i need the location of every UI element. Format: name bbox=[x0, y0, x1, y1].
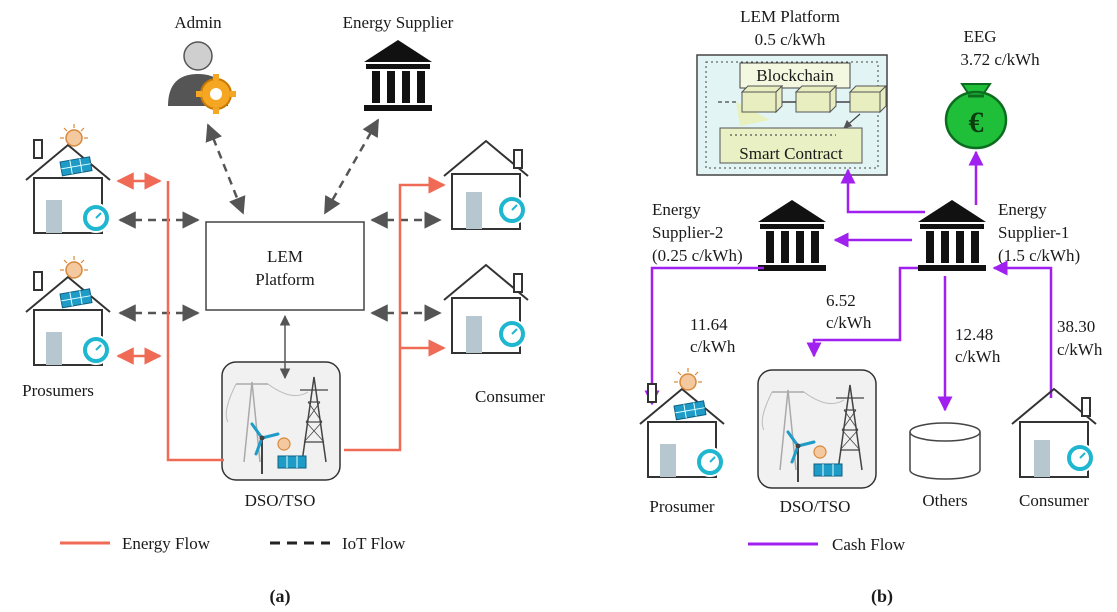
dso-tso-label-a: DSO/TSO bbox=[245, 491, 316, 510]
consumer-label: Consumer bbox=[475, 387, 545, 406]
supplier-2-line3: (0.25 c/kWh) bbox=[652, 246, 743, 265]
flow-others-value: 12.48 bbox=[955, 325, 993, 344]
flow-dso-unit: c/kWh bbox=[826, 313, 872, 332]
admin-label: Admin bbox=[174, 13, 222, 32]
eeg-title: EEG bbox=[963, 27, 996, 46]
blockchain-label: Blockchain bbox=[756, 66, 834, 85]
legend-energy-label: Energy Flow bbox=[122, 534, 211, 553]
lem-platform-price-b: 0.5 c/kWh bbox=[755, 30, 826, 49]
energy-supplier-2-icon bbox=[758, 200, 826, 271]
dso-tso-label-b: DSO/TSO bbox=[780, 497, 851, 516]
dso-tso-icon-a bbox=[220, 360, 342, 482]
lem-platform-box bbox=[205, 221, 365, 311]
euro-symbol: € bbox=[969, 106, 984, 139]
prosumer-house-bottom bbox=[25, 255, 111, 366]
consumer-house-bottom bbox=[443, 264, 529, 354]
flow-consumer-value: 38.30 bbox=[1057, 317, 1095, 336]
flow-dso-value: 6.52 bbox=[826, 291, 856, 310]
lem-platform-line1: LEM bbox=[267, 247, 303, 266]
prosumer-house-top bbox=[25, 123, 111, 234]
caption-a: (a) bbox=[270, 586, 291, 607]
flow-others-unit: c/kWh bbox=[955, 347, 1001, 366]
flow-prosumer-unit: c/kWh bbox=[690, 337, 736, 356]
admin-icon bbox=[168, 41, 236, 114]
blockchain-box bbox=[739, 62, 851, 89]
blockchain-blocks bbox=[740, 84, 888, 114]
panel-a: Admin Energy Supplier LEM Platform Prosu… bbox=[22, 13, 545, 607]
energy-supplier-label: Energy Supplier bbox=[343, 13, 454, 32]
supplier-2-line1: Energy bbox=[652, 200, 701, 219]
supplier-1-line1: Energy bbox=[998, 200, 1047, 219]
dso-tso-icon-b bbox=[756, 368, 878, 490]
prosumers-label: Prosumers bbox=[22, 381, 94, 400]
iot-flows bbox=[118, 118, 442, 322]
energy-flows bbox=[116, 172, 446, 462]
flow-prosumer-value: 11.64 bbox=[690, 315, 728, 334]
others-cylinder bbox=[909, 422, 981, 480]
prosumer-house-b bbox=[639, 367, 725, 478]
energy-supplier-1-icon bbox=[918, 200, 986, 271]
smart-contract-box bbox=[719, 127, 863, 164]
supplier-2-line2: Supplier-2 bbox=[652, 223, 723, 242]
smart-contract-label: Smart Contract bbox=[739, 144, 843, 163]
consumer-house-b bbox=[1011, 388, 1097, 478]
others-label: Others bbox=[922, 491, 967, 510]
panel-b: LEM Platform 0.5 c/kWh Blockchain Smart … bbox=[639, 7, 1103, 607]
prosumer-label-b: Prosumer bbox=[649, 497, 715, 516]
consumer-house-top bbox=[443, 140, 529, 230]
supplier-1-line3: (1.5 c/kWh) bbox=[998, 246, 1080, 265]
supplier-1-line2: Supplier-1 bbox=[998, 223, 1069, 242]
caption-b: (b) bbox=[871, 586, 893, 607]
legend-iot-label: IoT Flow bbox=[342, 534, 406, 553]
lem-platform-title-b: LEM Platform bbox=[740, 7, 840, 26]
money-bag-icon: € bbox=[944, 83, 1008, 150]
lem-platform-line2: Platform bbox=[255, 270, 315, 289]
cash-flows bbox=[644, 150, 1053, 412]
legend-cash-label: Cash Flow bbox=[832, 535, 906, 554]
consumer-label-b: Consumer bbox=[1019, 491, 1089, 510]
eeg-price: 3.72 c/kWh bbox=[960, 50, 1040, 69]
energy-supplier-icon bbox=[364, 40, 432, 111]
flow-consumer-unit: c/kWh bbox=[1057, 340, 1103, 359]
